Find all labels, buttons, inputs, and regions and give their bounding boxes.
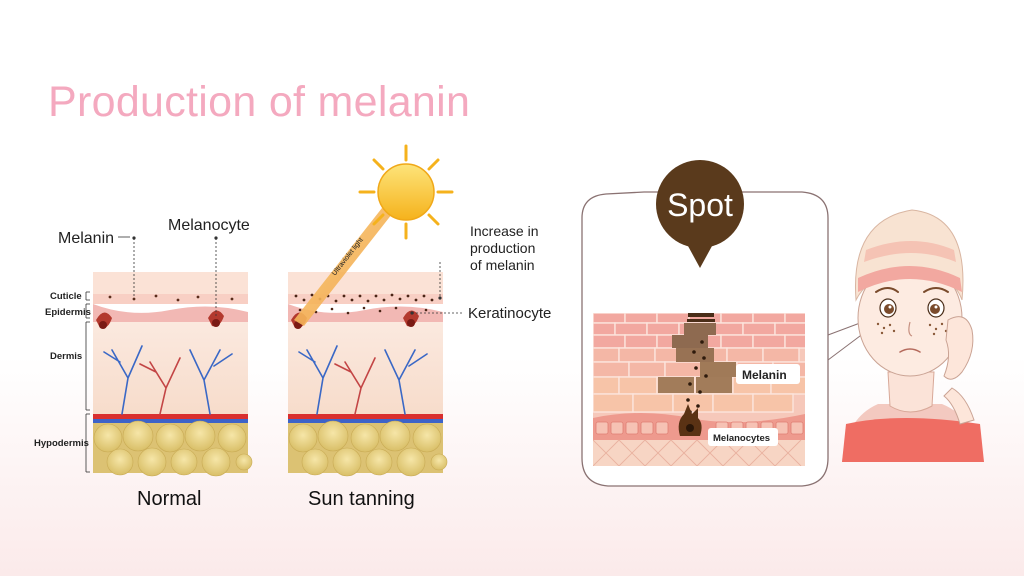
normal-skin-section	[85, 236, 253, 477]
caption-sun-tanning: Sun tanning	[308, 488, 415, 510]
page-title: Production of melanin	[48, 78, 471, 126]
label-keratinocyte: Keratinocyte	[468, 305, 551, 322]
melanocytes-label-box	[708, 428, 778, 446]
spot-bubble-label: Spot	[667, 187, 733, 223]
sun-tanning-skin-section	[288, 144, 462, 477]
label-increase-1: Increase in	[470, 223, 538, 239]
label-cuticle: Cuticle	[50, 291, 82, 302]
spot-speech-bubble	[656, 160, 744, 268]
label-melanocyte: Melanocyte	[168, 217, 250, 234]
uv-light-label: Ultraviolet light	[331, 237, 365, 278]
label-hypodermis: Hypodermis	[34, 438, 89, 449]
label-spot-melanin: Melanin	[742, 368, 787, 382]
label-melanin: Melanin	[58, 230, 114, 247]
melanin-label-box	[736, 364, 800, 384]
label-epidermis: Epidermis	[45, 307, 91, 318]
caption-normal: Normal	[137, 488, 201, 510]
label-increase-3: of melanin	[470, 257, 535, 273]
worried-woman-illustration	[842, 209, 984, 462]
label-dermis: Dermis	[50, 351, 82, 362]
spot-skin-cross-section	[593, 313, 805, 466]
sun-icon	[377, 163, 435, 221]
label-increase-2: production	[470, 240, 535, 256]
label-spot-melanocytes: Melanocytes	[713, 433, 770, 444]
